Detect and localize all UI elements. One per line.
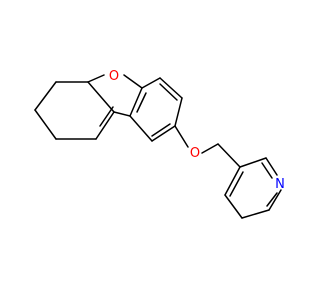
bond (217, 143, 241, 168)
bond (87, 81, 115, 113)
bond (151, 123, 171, 137)
bond (159, 83, 178, 101)
furan-oxygen-label: O (109, 69, 119, 84)
bond (261, 162, 273, 179)
bond (34, 81, 57, 111)
bond (201, 143, 219, 154)
bond (129, 115, 153, 142)
furan-ring (87, 74, 143, 117)
structure-canvas: O O N (34, 69, 285, 219)
bond (224, 194, 243, 219)
bond (268, 189, 282, 211)
bond (95, 111, 115, 140)
bond (151, 125, 176, 142)
bond (239, 157, 267, 168)
bond (241, 209, 270, 219)
bond (229, 171, 244, 197)
pyridine-ring (224, 157, 282, 219)
ether-oxygen-label: O (190, 146, 200, 161)
bond (129, 87, 143, 117)
bond (224, 166, 241, 196)
bond (136, 92, 147, 113)
bond (265, 157, 278, 176)
bond (174, 125, 189, 148)
benzene-ring (129, 77, 183, 142)
bond (174, 97, 183, 127)
bond (87, 74, 105, 83)
bond (113, 111, 131, 117)
bond (99, 106, 114, 127)
bond (159, 77, 183, 99)
ether-linkage (174, 125, 241, 168)
bond (123, 74, 143, 89)
bond (34, 109, 57, 140)
pyridine-nitrogen-label: N (275, 177, 285, 192)
bond (266, 192, 278, 207)
molecule-drawing: O O N (34, 69, 285, 219)
bond (141, 77, 161, 89)
cyclohexane-ring (34, 81, 115, 140)
